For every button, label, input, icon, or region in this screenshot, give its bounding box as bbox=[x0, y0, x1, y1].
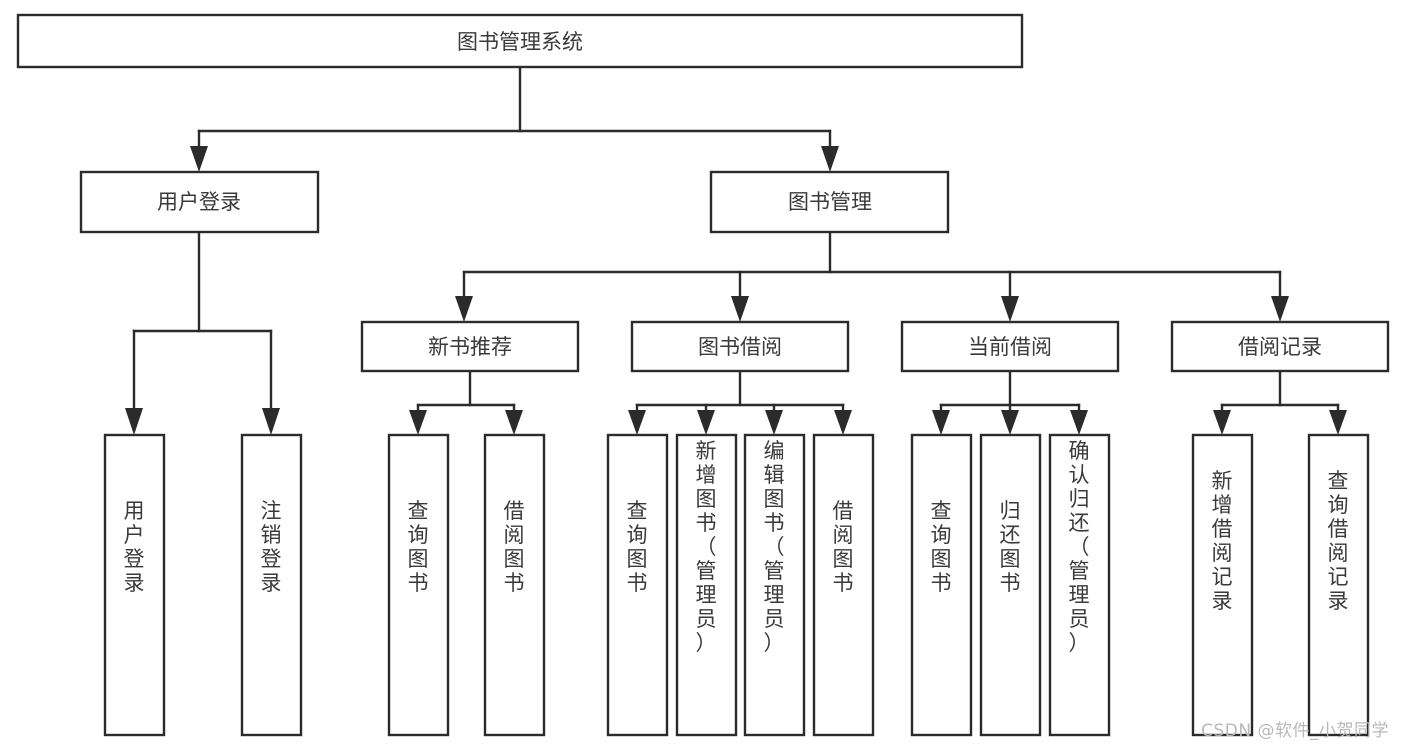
node-user-login-box[interactable] bbox=[79, 170, 320, 234]
node-book-borrow-label: 图书借阅 bbox=[698, 335, 782, 359]
node-leaf-return-book-box[interactable] bbox=[979, 433, 1042, 737]
node-leaf-add-book[interactable]: 新增图书（管理员） bbox=[675, 433, 738, 737]
arrow-head-user-login bbox=[190, 146, 208, 172]
node-leaf-query-book-1-label: 查询图书 bbox=[408, 499, 429, 595]
node-new-book-rec-label: 新书推荐 bbox=[428, 335, 512, 359]
node-new-book-rec[interactable]: 新书推荐 bbox=[360, 320, 580, 373]
node-leaf-query-book-1-box[interactable] bbox=[387, 433, 450, 737]
node-leaf-logout-box[interactable] bbox=[240, 433, 303, 737]
node-leaf-borrow-book-1-box[interactable] bbox=[483, 433, 546, 737]
node-leaf-query-record[interactable]: 查询借阅记录 bbox=[1307, 433, 1370, 737]
node-book-manage[interactable]: 图书管理 bbox=[709, 170, 950, 234]
connectors-root-to-level2 bbox=[190, 65, 839, 172]
connectors-new-book-rec-to-leaves bbox=[409, 369, 523, 435]
node-leaf-user-login[interactable]: 用户登录 bbox=[103, 433, 166, 737]
node-leaf-query-book-3-box[interactable] bbox=[910, 433, 973, 737]
node-leaf-edit-book[interactable]: 编辑图书（管理员） bbox=[743, 433, 806, 737]
node-new-book-rec-box[interactable] bbox=[360, 320, 580, 373]
arrow-head-leaf-edit-book bbox=[765, 410, 783, 435]
node-leaf-confirm-return-label: 确认归还（管理员） bbox=[1069, 439, 1090, 655]
arrow-head-leaf-query-book-3 bbox=[932, 410, 950, 435]
arrow-head-leaf-add-book bbox=[697, 410, 715, 435]
node-leaf-query-book-1[interactable]: 查询图书 bbox=[387, 433, 450, 737]
connectors-book-manage-to-level3 bbox=[455, 230, 1289, 322]
node-leaf-query-book-3[interactable]: 查询图书 bbox=[910, 433, 973, 737]
node-book-borrow-box[interactable] bbox=[630, 320, 850, 373]
arrow-head-leaf-confirm-return bbox=[1070, 410, 1088, 435]
node-leaf-confirm-return-box[interactable] bbox=[1048, 433, 1111, 737]
csdn-watermark: CSDN @软件_小贺同学 bbox=[1201, 721, 1389, 741]
node-leaf-query-book-2-label: 查询图书 bbox=[627, 499, 648, 595]
node-borrow-record-label: 借阅记录 bbox=[1238, 335, 1322, 359]
node-leaf-borrow-book-1[interactable]: 借阅图书 bbox=[483, 433, 546, 737]
node-book-manage-box[interactable] bbox=[709, 170, 950, 234]
node-leaf-query-book-2-box[interactable] bbox=[606, 433, 669, 737]
node-leaf-add-record-box[interactable] bbox=[1191, 433, 1254, 737]
node-user-login[interactable]: 用户登录 bbox=[79, 170, 320, 234]
node-leaf-borrow-book-2[interactable]: 借阅图书 bbox=[812, 433, 875, 737]
arrow-head-leaf-add-record bbox=[1213, 410, 1231, 435]
connectors-user-login-to-leaves bbox=[125, 230, 280, 435]
node-leaf-return-book[interactable]: 归还图书 bbox=[979, 433, 1042, 737]
node-leaf-add-book-box[interactable] bbox=[675, 433, 738, 737]
node-leaf-edit-book-box[interactable] bbox=[743, 433, 806, 737]
node-user-login-label: 用户登录 bbox=[157, 190, 241, 214]
arrow-head-leaf-logout bbox=[262, 408, 280, 435]
arrow-head-leaf-borrow-book-2 bbox=[834, 410, 852, 435]
node-root-box[interactable] bbox=[16, 13, 1024, 69]
node-leaf-logout-label: 注销登录 bbox=[261, 499, 282, 595]
node-leaf-borrow-book-2-label: 借阅图书 bbox=[833, 499, 854, 595]
node-borrow-record[interactable]: 借阅记录 bbox=[1170, 320, 1390, 373]
node-leaf-add-record[interactable]: 新增借阅记录 bbox=[1191, 433, 1254, 737]
arrow-head-book-manage bbox=[821, 146, 839, 172]
node-leaf-return-book-label: 归还图书 bbox=[1000, 499, 1021, 595]
node-leaf-add-record-label: 新增借阅记录 bbox=[1212, 469, 1233, 613]
arrow-head-leaf-query-book-2 bbox=[628, 410, 646, 435]
arrow-head-leaf-query-book-1 bbox=[409, 410, 427, 435]
node-leaf-user-login-box[interactable] bbox=[103, 433, 166, 737]
node-leaf-borrow-book-1-label: 借阅图书 bbox=[504, 499, 525, 595]
connectors-borrow-record-to-leaves bbox=[1213, 369, 1347, 435]
arrow-head-current-borrow bbox=[1001, 296, 1019, 322]
node-borrow-record-box[interactable] bbox=[1170, 320, 1390, 373]
arrow-head-new-book-rec bbox=[455, 296, 473, 322]
connectors-current-borrow-to-leaves bbox=[932, 369, 1088, 435]
node-book-borrow[interactable]: 图书借阅 bbox=[630, 320, 850, 373]
node-root[interactable]: 图书管理系统 bbox=[16, 13, 1024, 69]
node-leaf-query-book-2[interactable]: 查询图书 bbox=[606, 433, 669, 737]
node-leaf-add-book-label: 新增图书（管理员） bbox=[696, 439, 717, 655]
node-leaf-query-book-3-label: 查询图书 bbox=[931, 499, 952, 595]
arrow-head-book-borrow bbox=[731, 296, 749, 322]
arrow-head-leaf-return-book bbox=[1001, 410, 1019, 435]
node-leaf-logout[interactable]: 注销登录 bbox=[240, 433, 303, 737]
node-leaf-user-login-label: 用户登录 bbox=[124, 499, 145, 595]
node-leaf-borrow-book-2-box[interactable] bbox=[812, 433, 875, 737]
arrow-head-leaf-query-record bbox=[1329, 410, 1347, 435]
arrow-head-leaf-borrow-book-1 bbox=[505, 410, 523, 435]
node-leaf-edit-book-label: 编辑图书（管理员） bbox=[764, 439, 785, 655]
node-current-borrow-box[interactable] bbox=[900, 320, 1120, 373]
node-leaf-confirm-return[interactable]: 确认归还（管理员） bbox=[1048, 433, 1111, 737]
connectors-book-borrow-to-leaves bbox=[628, 369, 852, 435]
node-leaf-query-record-label: 查询借阅记录 bbox=[1328, 469, 1349, 613]
node-leaf-query-record-box[interactable] bbox=[1307, 433, 1370, 737]
arrow-head-borrow-record bbox=[1271, 296, 1289, 322]
node-root-label: 图书管理系统 bbox=[457, 30, 583, 54]
node-current-borrow-label: 当前借阅 bbox=[968, 335, 1052, 359]
arrow-head-leaf-user-login bbox=[125, 408, 143, 435]
node-current-borrow[interactable]: 当前借阅 bbox=[900, 320, 1120, 373]
node-book-manage-label: 图书管理 bbox=[788, 190, 872, 214]
